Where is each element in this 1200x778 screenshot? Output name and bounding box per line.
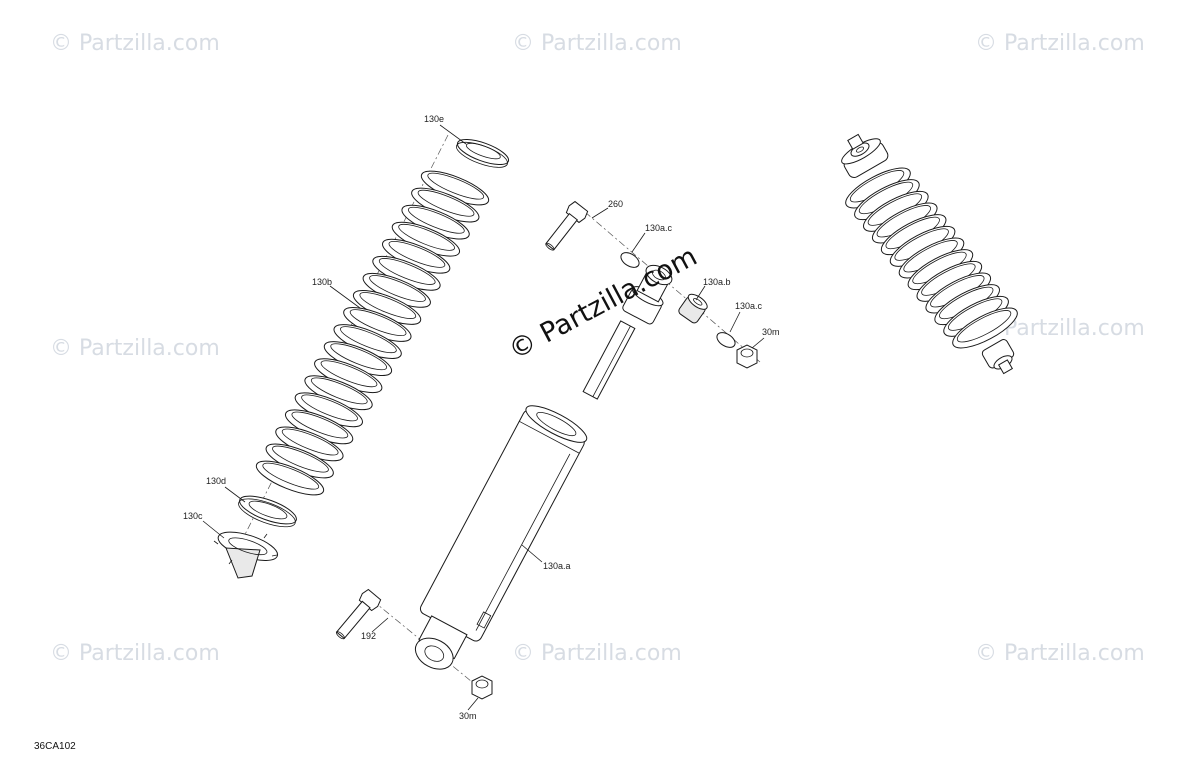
assembled-coil <box>952 307 1018 349</box>
circlip-right <box>716 332 736 348</box>
watermark-7: © Partzilla.com <box>512 641 682 666</box>
figure-code: 36CA102 <box>34 741 76 752</box>
spring-coil <box>343 307 412 342</box>
leader-130c <box>202 520 225 539</box>
watermark-4: © Partzilla.com <box>50 336 220 361</box>
spring-assembly: 130e 130b 130d 130c <box>183 114 510 579</box>
assembled-top-mount <box>841 133 889 178</box>
center-watermark-text: © Partzilla.com <box>504 241 703 366</box>
callout-130c: 130c <box>183 511 203 521</box>
assembled-coils <box>845 167 1018 349</box>
callout-130a-b: 130a.b <box>703 277 731 287</box>
leader-130a-b <box>695 285 706 301</box>
shock-absorber-assembly: 260 130a.c 130a.b 130a.c 30m 130a.a 192 … <box>335 199 780 721</box>
leader-192 <box>371 617 389 633</box>
bolt-top <box>545 200 589 251</box>
leader-130d <box>224 486 246 503</box>
spring-cup-top <box>456 138 510 168</box>
callout-30m-bottom: 30m <box>459 711 477 721</box>
nut-bottom <box>471 675 493 700</box>
assembled-shock <box>841 133 1018 375</box>
watermarks: © Partzilla.com © Partzilla.com © Partzi… <box>50 31 1145 666</box>
spring-seat <box>238 495 297 528</box>
spring-coil <box>411 187 480 223</box>
spring-coil <box>255 460 325 496</box>
callout-260: 260 <box>608 199 623 209</box>
callout-130e: 130e <box>424 114 444 124</box>
spring-coil <box>420 170 490 206</box>
nut-top <box>736 344 758 369</box>
callout-30m-top: 30m <box>762 327 780 337</box>
leader-260 <box>591 207 609 219</box>
leader-130e <box>439 124 467 145</box>
leader-130a-c-top <box>631 232 646 253</box>
watermark-3: © Partzilla.com <box>975 31 1145 56</box>
bottom-eye-axis <box>371 599 489 696</box>
bolt-bottom <box>335 588 382 640</box>
bushing-top <box>678 293 708 324</box>
spring-retainer <box>213 531 279 579</box>
shock-top-eye <box>622 264 673 325</box>
top-eye-axis <box>584 211 761 363</box>
callout-130a-c-top: 130a.c <box>645 223 673 233</box>
watermark-2: © Partzilla.com <box>512 31 682 56</box>
shock-body <box>414 405 588 670</box>
callout-130b: 130b <box>312 277 332 287</box>
leader-30m-bottom <box>467 697 479 711</box>
callout-130a-a: 130a.a <box>543 561 571 571</box>
leader-30m-top <box>751 337 765 349</box>
callout-130d: 130d <box>206 476 226 486</box>
watermark-6: © Partzilla.com <box>50 641 220 666</box>
circlip-top <box>620 252 640 268</box>
leader-130a-a <box>521 544 543 563</box>
coil-spring <box>255 170 490 496</box>
leader-130a-c-right <box>729 311 741 333</box>
center-watermark: © Partzilla.com <box>504 241 703 366</box>
spring-coil <box>323 341 393 376</box>
callout-192: 192 <box>361 631 376 641</box>
watermark-8: © Partzilla.com <box>975 641 1145 666</box>
watermark-1: © Partzilla.com <box>50 31 220 56</box>
leader-130b <box>329 285 361 309</box>
assembled-bottom-mount <box>981 339 1015 375</box>
shock-shaft <box>582 320 636 400</box>
callout-130a-c-right: 130a.c <box>735 301 763 311</box>
